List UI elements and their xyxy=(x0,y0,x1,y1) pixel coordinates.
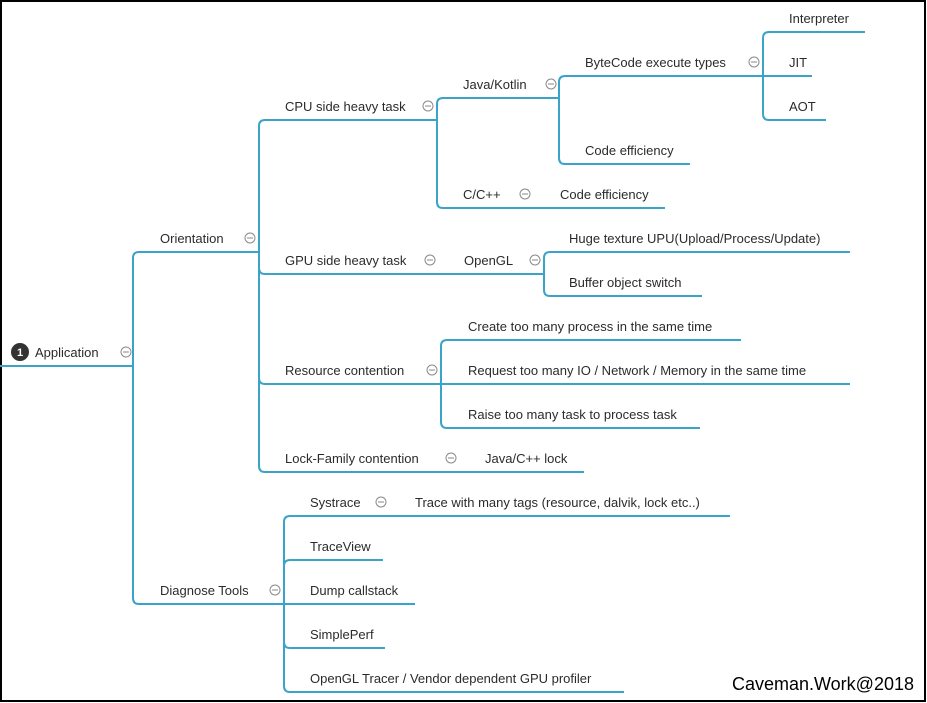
collapse-toggle-icon[interactable] xyxy=(120,346,132,358)
node-opengl-tracer[interactable]: OpenGL Tracer / Vendor dependent GPU pro… xyxy=(300,671,624,693)
collapse-toggle-icon[interactable] xyxy=(424,254,436,266)
node-label: JIT xyxy=(789,55,807,70)
node-too-many-task[interactable]: Raise too many task to process task xyxy=(458,407,700,429)
node-label: Dump callstack xyxy=(310,583,399,598)
node-label: Application xyxy=(35,345,99,360)
branch-orientation-to-resource-contention xyxy=(258,252,275,385)
branch-lines xyxy=(132,31,779,693)
node-code-efficiency-c[interactable]: Code efficiency xyxy=(550,187,665,209)
node-buffer-object[interactable]: Buffer object switch xyxy=(559,275,702,297)
branch-orientation-to-gpu-side xyxy=(258,252,275,275)
branch-bytecode-types-to-aot xyxy=(762,76,779,121)
branch-resource-contention-to-too-many-task xyxy=(440,384,458,429)
node-label: Systrace xyxy=(310,495,361,510)
node-lock-family[interactable]: Lock-Family contention xyxy=(275,451,462,473)
node-label: Orientation xyxy=(160,231,224,246)
node-label: Diagnose Tools xyxy=(160,583,249,598)
branch-application-to-diagnose-tools xyxy=(132,366,150,605)
node-java-kotlin[interactable]: Java/Kotlin xyxy=(453,77,559,99)
branch-diagnose-tools-to-traceview xyxy=(283,559,300,604)
collapse-toggle-icon[interactable] xyxy=(375,496,387,508)
branch-cpu-side-to-java-kotlin xyxy=(436,97,453,120)
node-label: C/C++ xyxy=(463,187,501,202)
node-dump-callstack[interactable]: Dump callstack xyxy=(300,583,415,605)
node-label: Create too many process in the same time xyxy=(468,319,712,334)
node-label: Buffer object switch xyxy=(569,275,681,290)
branch-java-kotlin-to-bytecode-types xyxy=(558,75,575,98)
node-label: AOT xyxy=(789,99,816,114)
branch-resource-contention-to-too-many-process xyxy=(440,339,458,384)
node-label: Interpreter xyxy=(789,11,850,26)
node-huge-texture[interactable]: Huge texture UPU(Upload/Process/Update) xyxy=(559,231,850,253)
branch-opengl-to-buffer-object xyxy=(543,274,559,297)
node-bytecode-types[interactable]: ByteCode execute types xyxy=(575,55,763,77)
collapse-toggle-icon[interactable] xyxy=(269,584,281,596)
collapse-toggle-icon[interactable] xyxy=(545,78,557,90)
collapse-toggle-icon[interactable] xyxy=(426,364,438,376)
node-label: GPU side heavy task xyxy=(285,253,407,268)
node-label: Resource contention xyxy=(285,363,404,378)
node-simpleperf[interactable]: SimplePerf xyxy=(300,627,385,649)
node-diagnose-tools[interactable]: Diagnose Tools xyxy=(150,583,284,605)
collapse-toggle-icon[interactable] xyxy=(244,232,256,244)
node-label: OpenGL Tracer / Vendor dependent GPU pro… xyxy=(310,671,592,686)
node-systrace[interactable]: Systrace xyxy=(300,495,395,517)
node-label: TraceView xyxy=(310,539,371,554)
node-label: Trace with many tags (resource, dalvik, … xyxy=(415,495,700,510)
node-too-many-process[interactable]: Create too many process in the same time xyxy=(458,319,741,341)
branch-cpu-side-to-c-cpp xyxy=(436,120,453,209)
node-label: Raise too many task to process task xyxy=(468,407,677,422)
node-label: Java/C++ lock xyxy=(485,451,568,466)
node-label: Huge texture UPU(Upload/Process/Update) xyxy=(569,231,820,246)
branch-opengl-to-huge-texture xyxy=(543,251,559,274)
node-code-efficiency-java[interactable]: Code efficiency xyxy=(575,143,690,165)
collapse-toggle-icon[interactable] xyxy=(529,254,541,266)
branch-diagnose-tools-to-systrace xyxy=(283,515,300,604)
node-application[interactable]: 1 Application xyxy=(0,343,133,367)
node-label: CPU side heavy task xyxy=(285,99,406,114)
branch-diagnose-tools-to-opengl-tracer xyxy=(283,604,300,693)
node-label: Lock-Family contention xyxy=(285,451,419,466)
node-too-many-io[interactable]: Request too many IO / Network / Memory i… xyxy=(458,363,850,385)
branch-orientation-to-cpu-side xyxy=(258,119,275,252)
node-java-c-lock[interactable]: Java/C++ lock xyxy=(475,451,584,473)
branch-orientation-to-lock-family xyxy=(258,252,275,473)
collapse-toggle-icon[interactable] xyxy=(445,452,457,464)
branch-application-to-orientation xyxy=(132,251,150,366)
branch-java-kotlin-to-code-efficiency-java xyxy=(558,98,575,165)
node-gpu-side[interactable]: GPU side heavy task xyxy=(275,253,442,275)
collapse-toggle-icon[interactable] xyxy=(422,100,434,112)
node-label: Java/Kotlin xyxy=(463,77,527,92)
node-label: SimplePerf xyxy=(310,627,374,642)
node-jit[interactable]: JIT xyxy=(779,55,812,77)
node-label: OpenGL xyxy=(464,253,513,268)
node-label: Request too many IO / Network / Memory i… xyxy=(468,363,806,378)
node-label: Code efficiency xyxy=(585,143,674,158)
node-label: ByteCode execute types xyxy=(585,55,726,70)
node-trace-tags[interactable]: Trace with many tags (resource, dalvik, … xyxy=(405,495,730,517)
node-opengl[interactable]: OpenGL xyxy=(454,253,544,275)
collapse-toggle-icon[interactable] xyxy=(519,188,531,200)
node-traceview[interactable]: TraceView xyxy=(300,539,383,561)
branch-bytecode-types-to-interpreter xyxy=(762,31,779,76)
node-orientation[interactable]: Orientation xyxy=(150,231,259,253)
node-label: Code efficiency xyxy=(560,187,649,202)
node-aot[interactable]: AOT xyxy=(779,99,826,121)
node-c-cpp[interactable]: C/C++ xyxy=(453,187,536,209)
collapse-toggle-icon[interactable] xyxy=(748,56,760,68)
badge-number: 1 xyxy=(17,347,23,359)
number-badge-icon: 1 xyxy=(11,343,29,361)
node-cpu-side[interactable]: CPU side heavy task xyxy=(275,99,437,121)
watermark: Caveman.Work@2018 xyxy=(732,674,914,694)
branch-diagnose-tools-to-simpleperf xyxy=(283,604,300,649)
node-interpreter[interactable]: Interpreter xyxy=(779,11,865,33)
node-resource-contention[interactable]: Resource contention xyxy=(275,363,441,385)
